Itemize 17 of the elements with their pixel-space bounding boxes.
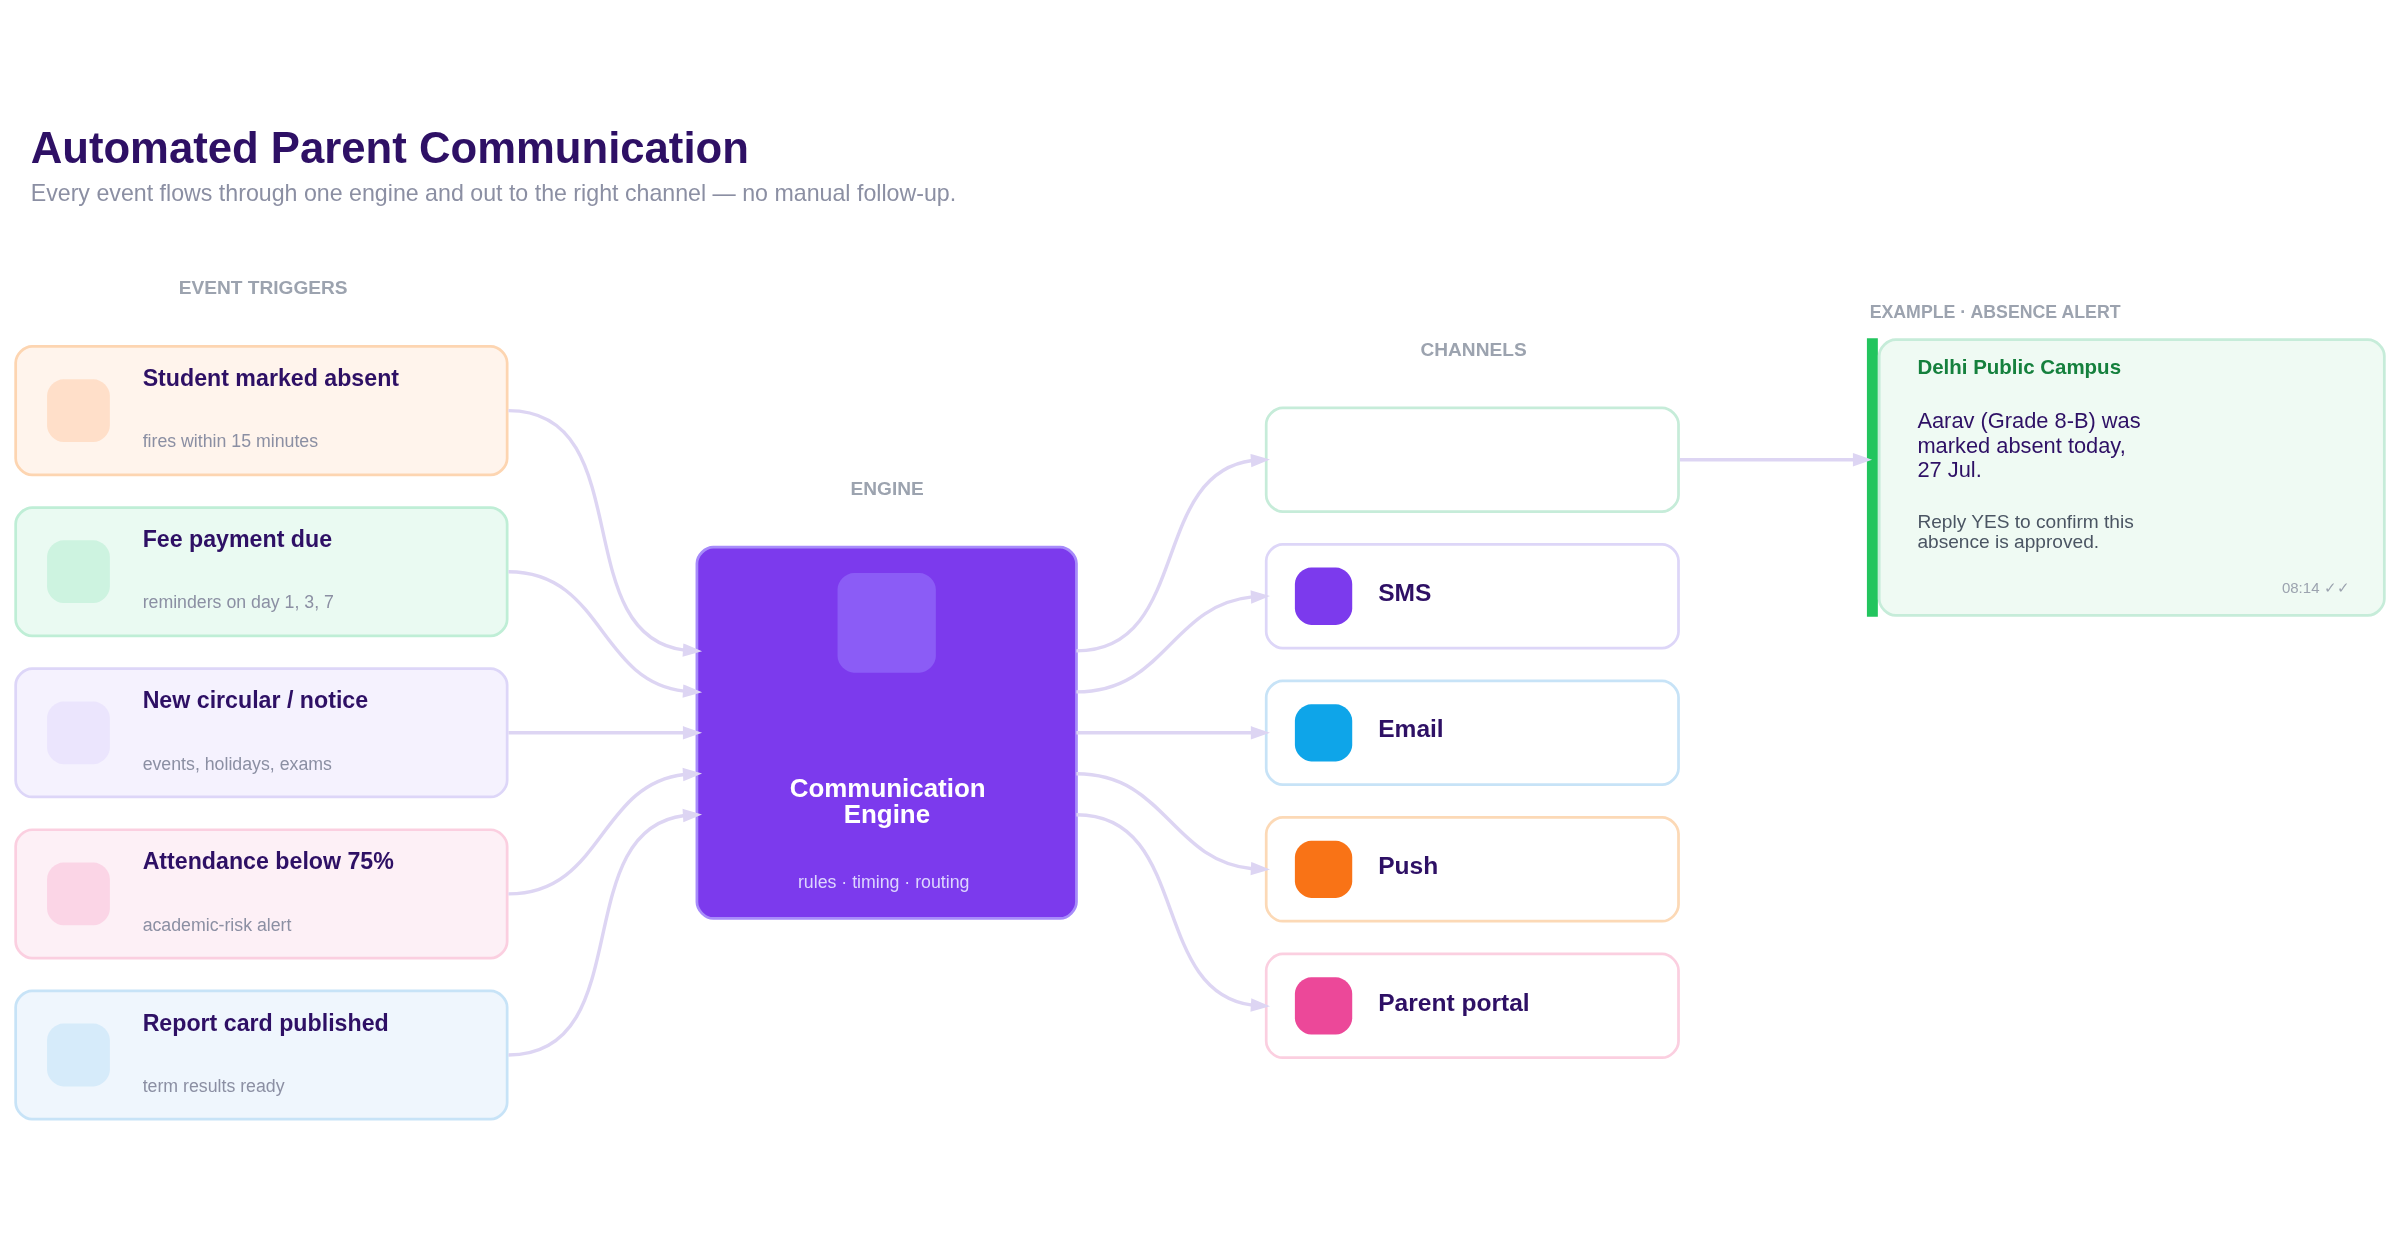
arrow	[508, 408, 703, 657]
arrow	[1076, 453, 1270, 653]
arrow	[1076, 812, 1270, 1012]
arrow	[508, 767, 703, 896]
arrow	[508, 725, 703, 739]
arrow	[1076, 589, 1270, 694]
label: EVENT TRIGGERS	[178, 276, 348, 298]
label: ENGINE	[850, 477, 924, 499]
caption: Every event flows through one engine and out to the right channel — no manual follow-up.	[30, 179, 957, 206]
node-label: EXAMPLE · ABSENCE ALERT	[1869, 301, 2121, 322]
diagram-title: Automated Parent Communication	[30, 122, 749, 172]
arrow	[508, 569, 703, 698]
arrow	[1076, 771, 1270, 875]
arrow	[1679, 452, 1873, 466]
arrow	[508, 808, 703, 1057]
arrow	[1076, 725, 1270, 739]
label: CHANNELS	[1420, 338, 1527, 360]
